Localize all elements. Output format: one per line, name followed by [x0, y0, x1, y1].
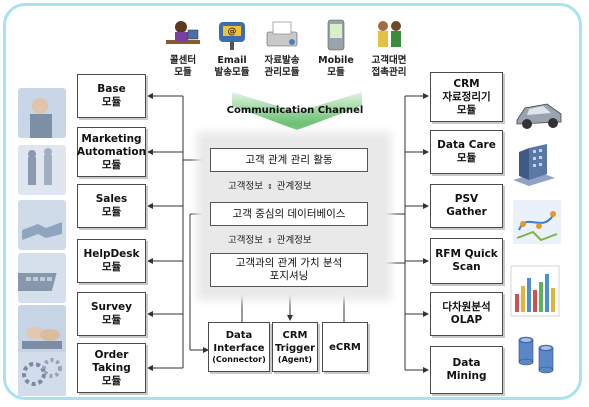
bar-chart-icon — [509, 264, 560, 317]
top-module-label: Email 발송모듈 — [214, 55, 250, 78]
right-module-label: RFM Quick Scan — [435, 248, 498, 273]
sports-car-icon — [513, 86, 562, 134]
typing-hands-photo — [18, 305, 66, 355]
right-module-crm-data-organizer[interactable]: CRM 자료정리기 모듈 — [430, 72, 503, 122]
right-module-label: PSV Gather — [446, 193, 487, 218]
crm-trigger-sub: (Agent) — [277, 355, 313, 364]
network-map-icon — [513, 200, 561, 248]
call-center-agent-icon — [163, 18, 203, 52]
crm-activity-label: 고객 관계 관리 활동 — [245, 153, 333, 166]
crm-trigger-label: CRM Trigger — [274, 330, 316, 354]
crm-trigger-box[interactable]: CRM Trigger (Agent) — [272, 322, 318, 372]
flow-labels-1: 고객정보⇕관계정보 — [228, 178, 312, 192]
right-module-data-care[interactable]: Data Care 모듈 — [430, 130, 503, 174]
businesswoman-photo — [18, 88, 66, 138]
top-module-call-center[interactable]: 콜센터 모듈 — [160, 18, 206, 79]
data-interface-box[interactable]: Data Interface (Connector) — [208, 322, 270, 372]
customer-database-box[interactable]: 고객 중심의 데이터베이스 — [210, 202, 368, 226]
right-module-psv-gather[interactable]: PSV Gather — [430, 184, 503, 228]
right-module-label: CRM 자료정리기 모듈 — [442, 77, 491, 116]
data-interface-sub: (Connector) — [212, 355, 266, 364]
data-interface-label: Data Interface — [213, 330, 265, 354]
database-cylinders-icon — [513, 330, 561, 378]
right-module-label: Data Mining — [446, 357, 487, 382]
flow-labels-2: 고객정보⇕관계정보 — [228, 232, 312, 246]
walking-people-photo — [18, 145, 66, 195]
right-module-olap[interactable]: 다차원분석 OLAP — [430, 292, 503, 336]
ecrm-box[interactable]: eCRM — [322, 322, 368, 372]
bidirectional-arrow-icon: ⇕ — [266, 235, 273, 246]
left-module-survey[interactable]: Survey 모듈 — [77, 292, 146, 336]
left-module-marketing-automation[interactable]: Marketing Automation 모듈 — [77, 127, 146, 177]
top-module-label: 고객대면 접촉관리 — [371, 55, 407, 78]
channel-chevron — [232, 92, 362, 130]
top-module-document-send[interactable]: 자료발송 관리모듈 — [259, 18, 305, 79]
left-module-base[interactable]: Base 모듈 — [77, 74, 146, 118]
left-module-label: Order Taking 모듈 — [92, 348, 131, 387]
office-building-icon — [509, 140, 557, 188]
bidirectional-arrow-icon: ⇕ — [266, 181, 273, 192]
top-module-mobile[interactable]: Mobile 모듈 — [313, 18, 359, 79]
left-module-helpdesk[interactable]: HelpDesk 모듈 — [77, 239, 146, 283]
ecrm-label: eCRM — [329, 341, 361, 353]
handshake-photo — [18, 200, 66, 250]
customer-database-label: 고객 중심의 데이터베이스 — [232, 207, 346, 220]
left-module-label: Survey 모듈 — [90, 301, 133, 326]
relationship-value-label: 고객과의 관계 가치 분석 포지셔닝 — [235, 257, 343, 282]
fax-machine-icon — [262, 18, 302, 52]
right-module-label: 다차원분석 OLAP — [442, 301, 491, 326]
left-module-label: Base 모듈 — [97, 83, 126, 108]
left-module-label: Sales 모듈 — [95, 193, 128, 218]
right-module-rfm-quick-scan[interactable]: RFM Quick Scan — [430, 238, 503, 284]
flow2-right-label: 관계정보 — [276, 235, 312, 246]
channel-label: Communication Channel — [226, 105, 364, 116]
gears-photo — [18, 352, 66, 402]
right-module-data-mining[interactable]: Data Mining — [430, 346, 503, 394]
crm-activity-box[interactable]: 고객 관계 관리 활동 — [210, 148, 368, 172]
top-module-label: Mobile 모듈 — [318, 55, 354, 78]
relationship-value-box[interactable]: 고객과의 관계 가치 분석 포지셔닝 — [210, 253, 368, 287]
flow1-right-label: 관계정보 — [276, 181, 312, 192]
mobile-device-icon — [316, 18, 356, 52]
top-module-label: 콜센터 모듈 — [169, 55, 197, 78]
left-module-sales[interactable]: Sales 모듈 — [77, 184, 146, 228]
left-module-order-taking[interactable]: Order Taking 모듈 — [77, 343, 146, 393]
right-module-label: Data Care 모듈 — [437, 139, 496, 164]
flow1-left-label: 고객정보 — [228, 181, 263, 192]
flow2-left-label: 고객정보 — [228, 235, 263, 246]
top-module-label: 자료발송 관리모듈 — [264, 55, 300, 78]
mailbox-icon: @ — [212, 18, 252, 52]
svg-text:@: @ — [228, 27, 237, 37]
keyboard-photo — [18, 253, 66, 303]
top-module-email[interactable]: @ Email 발송모듈 — [209, 18, 255, 79]
left-module-label: Marketing Automation 모듈 — [76, 132, 147, 171]
left-module-label: HelpDesk 모듈 — [83, 248, 140, 273]
top-module-face-to-face[interactable]: 고객대면 접촉관리 — [366, 18, 412, 79]
face-to-face-contact-icon — [369, 18, 409, 52]
